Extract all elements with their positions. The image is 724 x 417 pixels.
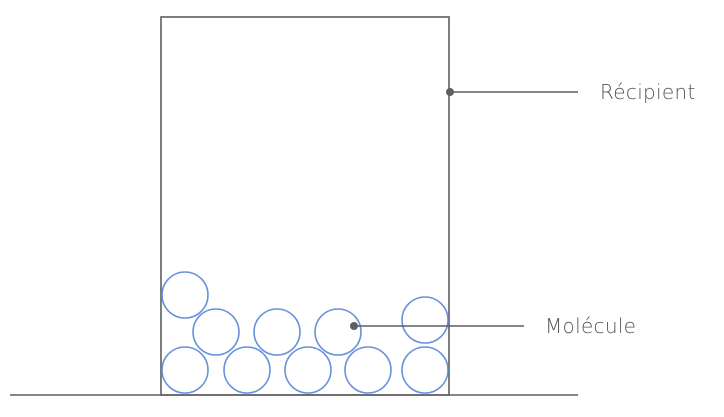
molecule-callout: Molécule bbox=[350, 314, 636, 338]
molecule-label: Molécule bbox=[545, 314, 636, 338]
container-leader-dot bbox=[446, 88, 454, 96]
molecule bbox=[253, 308, 301, 356]
molecule bbox=[284, 346, 332, 394]
molecules-group bbox=[161, 271, 449, 394]
molecule bbox=[401, 296, 449, 344]
molecule bbox=[192, 308, 240, 356]
molecule bbox=[401, 346, 449, 394]
molecule bbox=[344, 346, 392, 394]
container-outline bbox=[160, 16, 450, 396]
molecule bbox=[161, 346, 209, 394]
molecule bbox=[161, 271, 209, 319]
container-callout: Récipient bbox=[446, 80, 696, 104]
molecule bbox=[314, 308, 362, 356]
container-label: Récipient bbox=[600, 80, 696, 104]
molecule-leader-dot bbox=[350, 322, 358, 330]
molecule bbox=[223, 346, 271, 394]
